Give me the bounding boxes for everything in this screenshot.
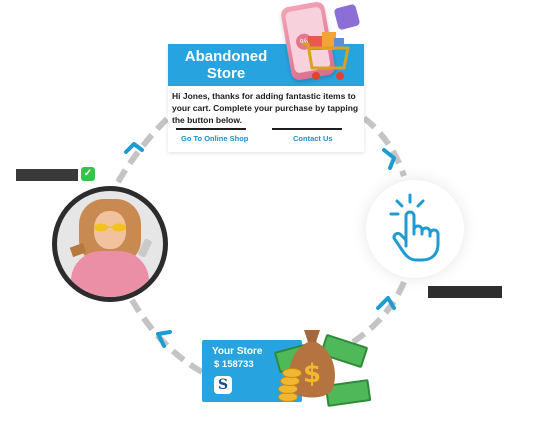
- hand-pointer-icon: [389, 193, 440, 262]
- customer-label-bar: [16, 169, 78, 181]
- click-step-label-bar: [428, 286, 502, 298]
- store-revenue-amount: $ 158733: [214, 359, 254, 370]
- path-click-to-store: [348, 280, 407, 347]
- avatar-hoodie: [71, 251, 149, 297]
- shopping-cart-icon: [302, 32, 350, 80]
- svg-text:$: $: [303, 359, 321, 389]
- store-name: Your Store: [212, 346, 263, 357]
- check-icon: ✓: [81, 167, 95, 181]
- arrow-to-click: [382, 148, 396, 170]
- arrow-to-email: [124, 142, 144, 154]
- path-avatar-to-email: [115, 115, 171, 184]
- contact-link-underline: [272, 128, 342, 130]
- customer-avatar: [52, 186, 168, 302]
- sunglasses-icon: [94, 223, 126, 232]
- arrow-to-store: [376, 296, 396, 310]
- money-bag-icon: $: [289, 330, 335, 398]
- click-step-circle: [366, 180, 464, 278]
- email-title: Abandoned Store: [184, 48, 268, 82]
- go-to-online-shop-link[interactable]: Go To Online Shop: [181, 134, 249, 143]
- path-email-to-click: [362, 115, 407, 177]
- shop-link-underline: [176, 128, 246, 130]
- store-logo: S: [214, 376, 232, 394]
- direction-arrows: [124, 142, 396, 348]
- arrow-to-avatar: [156, 330, 172, 348]
- coin-icon: [282, 368, 302, 378]
- path-store-to-avatar: [129, 298, 204, 375]
- contact-us-link[interactable]: Contact Us: [293, 134, 333, 143]
- email-body-text: Hi Jones, thanks for adding fantastic it…: [172, 91, 359, 125]
